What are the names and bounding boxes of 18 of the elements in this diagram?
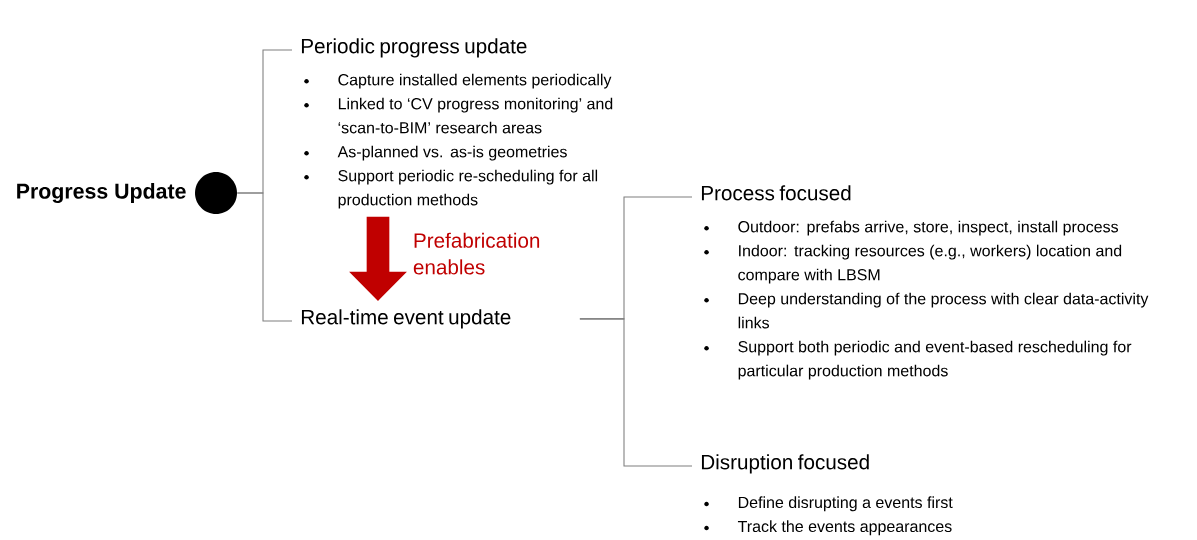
bullet-text: Support both periodic and event-based rescheduling for particular production methods <box>738 340 1132 380</box>
bullet-text: Deep understanding of the process with clear data-activity links <box>738 292 1149 329</box>
connector-line <box>579 318 693 467</box>
node-label: Progress Update <box>17 183 186 203</box>
heading: Disruption focused <box>701 454 869 474</box>
bullet-text: Support periodic re-scheduling for all production methods <box>338 169 598 209</box>
bullet-text: Outdoor: prefabs arrive, store, inspect, install process <box>738 220 1119 236</box>
bullet-text: Capture installed elements periodically <box>338 73 612 89</box>
bullet-text: Track the events appearances <box>737 520 952 536</box>
bullet-text: As-planned vs. as-is geometries <box>337 145 567 161</box>
bullet-text: Define disrupting a events first <box>738 496 953 512</box>
connector-line <box>236 192 293 322</box>
heading: Real-time event update <box>301 309 511 329</box>
bullet-text: Indoor: tracking resources (e.g., workers) location and compare with LBSM <box>738 244 1122 284</box>
heading: Process focused <box>701 185 851 201</box>
heading: Periodic progress update <box>301 38 527 58</box>
edge-label: Prefabrication enables <box>413 232 540 275</box>
bullet-text: Linked to ‘CV progress monitoring’ and ‘scan-to-BIM’ research areas <box>338 97 613 134</box>
